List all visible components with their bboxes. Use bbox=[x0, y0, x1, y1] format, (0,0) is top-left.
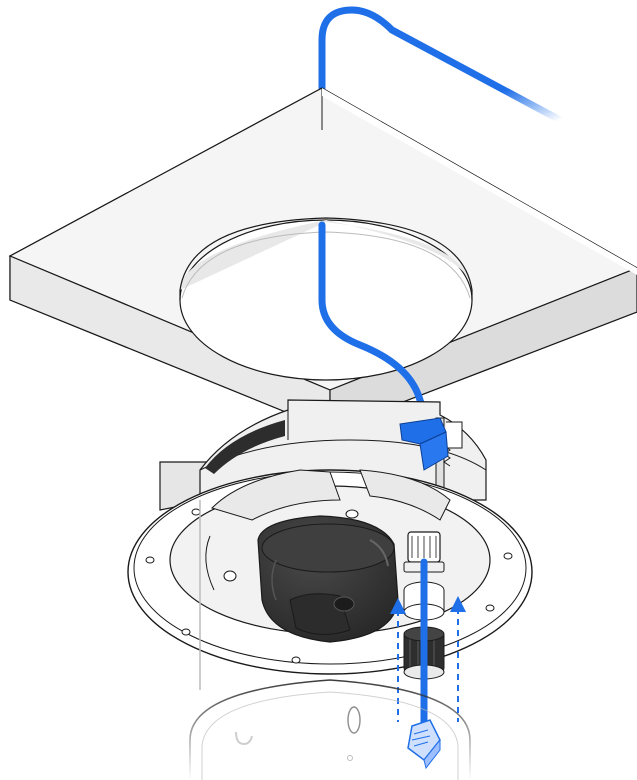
status-led-icon bbox=[347, 755, 353, 761]
network-cable-top bbox=[318, 6, 564, 124]
cable-clip bbox=[399, 417, 449, 471]
dome-camera bbox=[257, 515, 399, 643]
rj45-connector bbox=[407, 719, 441, 770]
network-cable-through-hole bbox=[318, 221, 432, 424]
ceiling-hole bbox=[179, 217, 473, 381]
arrow-up-icon bbox=[390, 598, 406, 614]
logo-icon bbox=[235, 731, 253, 746]
sensor-window-icon bbox=[347, 706, 361, 734]
insert-arrows bbox=[390, 596, 466, 722]
arrow-up-icon bbox=[450, 596, 466, 612]
dome-cover bbox=[189, 679, 471, 780]
